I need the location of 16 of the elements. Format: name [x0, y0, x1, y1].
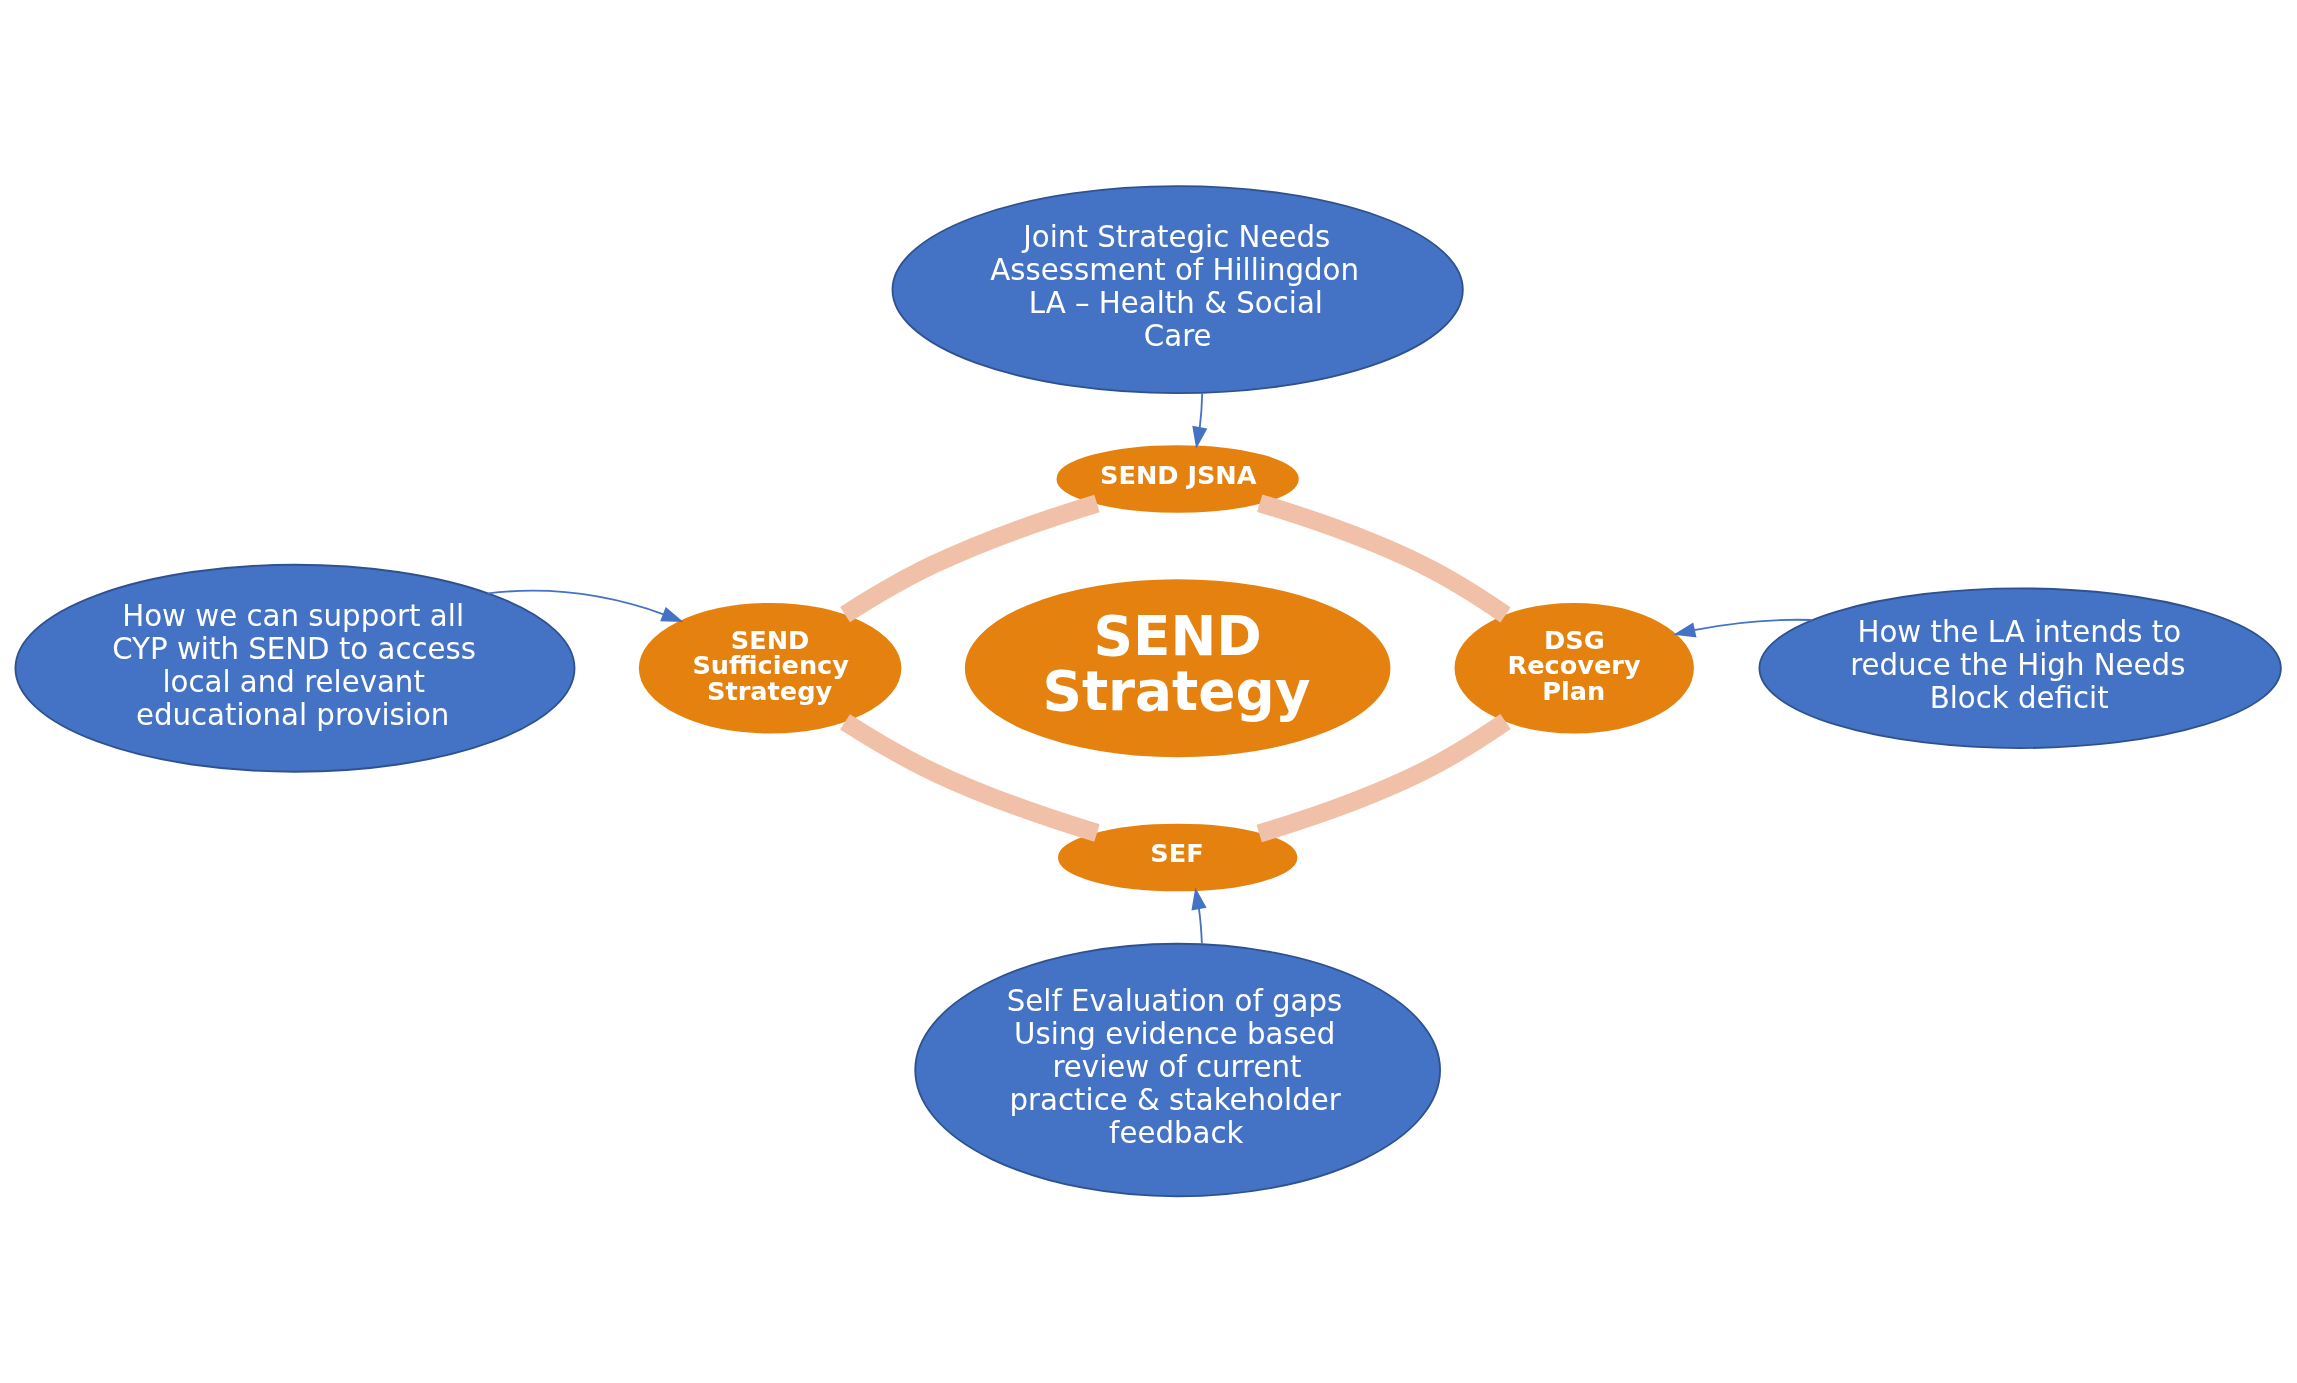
node-ellipse: Joint Strategic Needs Assessment of Hillingdon LA – Health & Social Care [891, 185, 1464, 395]
node-ellipse: How we can support all CYP with SEND to access local and relevant educational provision [14, 563, 576, 773]
node-ellipse: How the LA intends to reduce the High Needs Block deficit [1758, 587, 2282, 749]
connector [1257, 494, 1511, 623]
node-ellipse: Self Evaluation of gaps Using evidence based review of current practice & stakeholder feedback [914, 942, 1441, 1198]
connector [840, 494, 1100, 623]
connector [1256, 714, 1511, 843]
node-ellipse: SEND JSNA [1056, 445, 1299, 513]
arrow [1673, 618, 1813, 638]
connector [840, 714, 1100, 842]
arrow [1191, 887, 1207, 945]
node-ellipse: SEND Strategy [964, 579, 1391, 758]
arrow [487, 589, 684, 622]
node-ellipse: SEF [1057, 823, 1298, 892]
node-ellipse: DSG Recovery Plan [1454, 603, 1694, 734]
arrow [1192, 392, 1208, 449]
